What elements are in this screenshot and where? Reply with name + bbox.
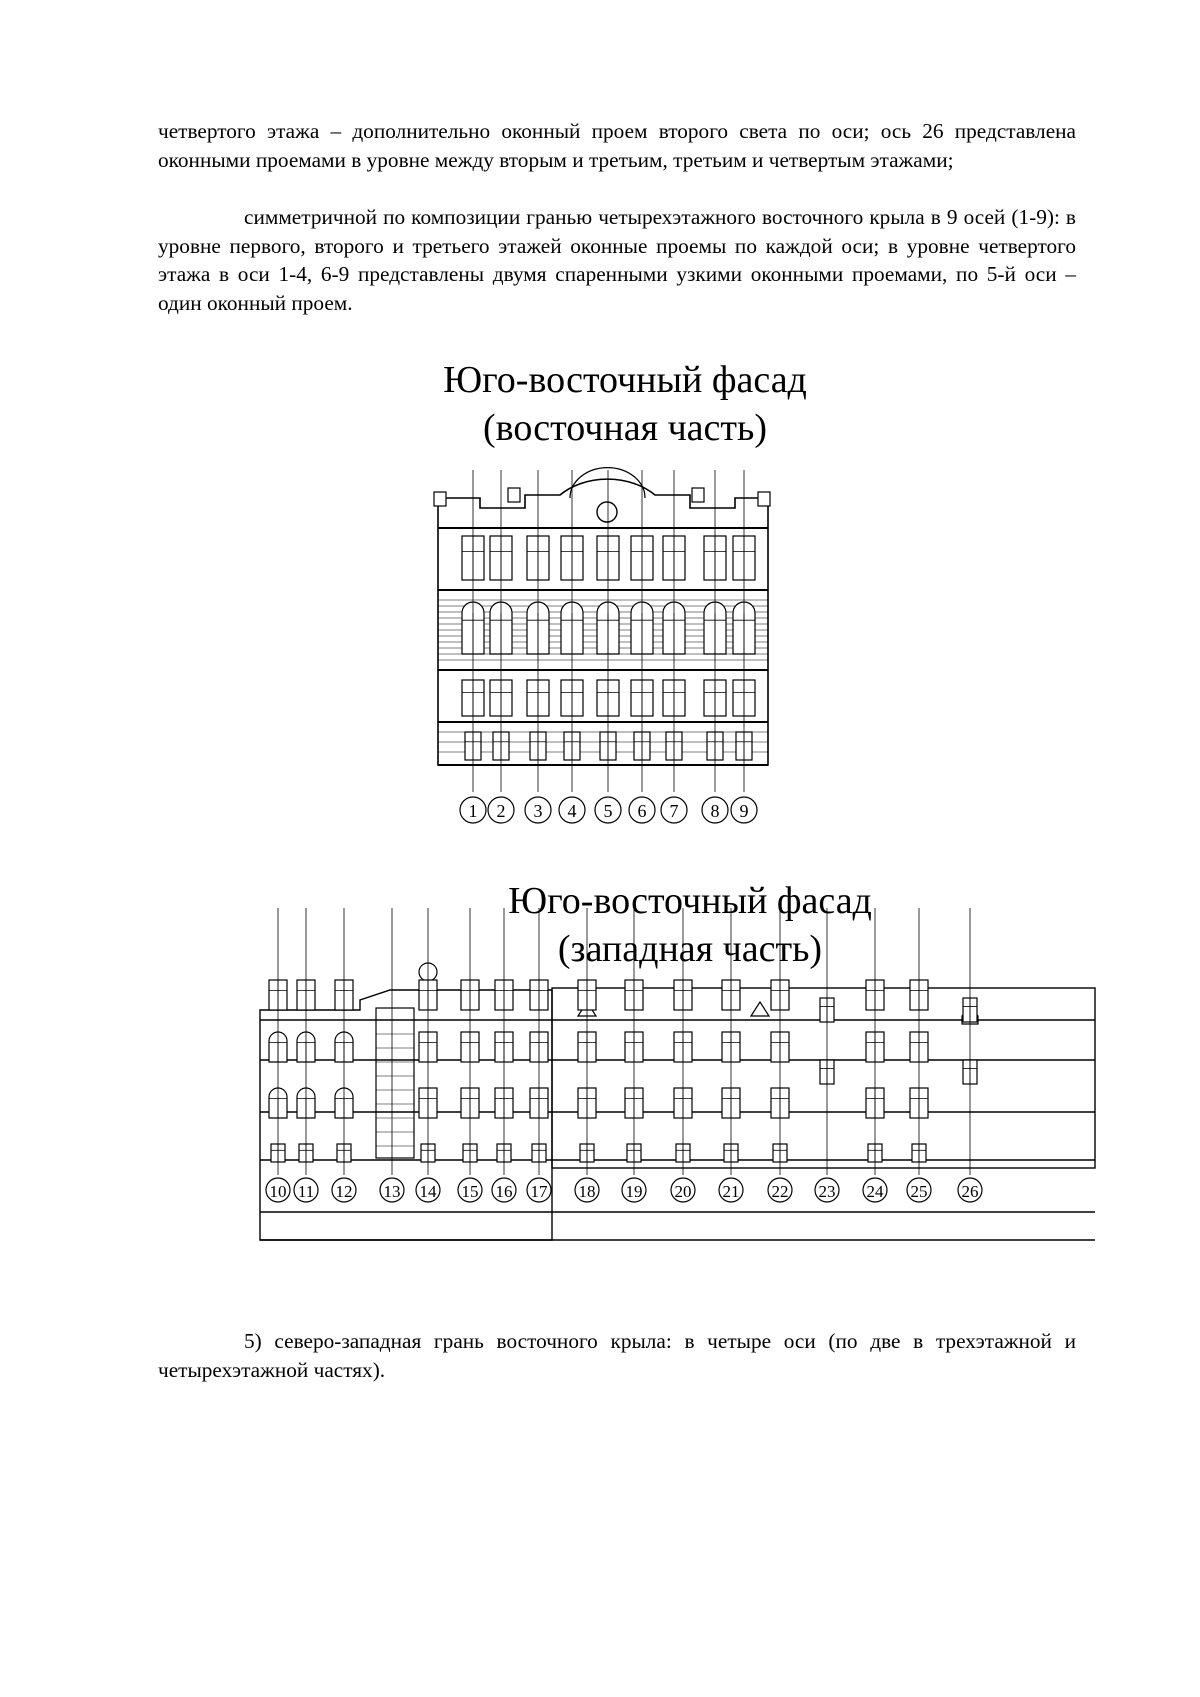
chimney	[757, 491, 771, 507]
axis-label: 7	[670, 801, 679, 821]
chimney	[507, 487, 521, 503]
chimney	[691, 487, 705, 503]
axis-marker	[379, 1177, 405, 1203]
axis-marker	[415, 1177, 441, 1203]
axis-label: 1	[469, 801, 478, 821]
axis-label: 22	[772, 1182, 789, 1201]
gable-triangle	[749, 1000, 771, 1017]
axis-marker	[730, 796, 758, 824]
facade-outline	[437, 478, 769, 766]
paragraph-continuation: четвертого этажа – дополнительно оконный…	[158, 119, 1076, 172]
axis-marker	[526, 1177, 552, 1203]
axis-label: 15	[462, 1182, 479, 1201]
axis-label: 8	[711, 801, 720, 821]
axis-marker	[524, 796, 552, 824]
axis-marker	[660, 796, 688, 824]
axis-marker	[718, 1177, 744, 1203]
axis-label: 11	[298, 1182, 314, 1201]
axis-label: 17	[531, 1182, 549, 1201]
attic-arch	[569, 466, 646, 499]
axis-marker	[906, 1177, 932, 1203]
figure1-title-line1: Юго-восточный фасад	[443, 359, 807, 401]
axis-marker	[767, 1177, 793, 1203]
paragraph-east-wing: симметричной по композиции гранью четыре…	[158, 205, 1076, 315]
axis-label: 26	[962, 1182, 979, 1201]
axis-label: 25	[911, 1182, 928, 1201]
axis-label: 2	[497, 801, 506, 821]
axis-label: 10	[270, 1182, 287, 1201]
axis-label: 16	[496, 1182, 513, 1201]
axis-marker	[293, 1177, 319, 1203]
axis-marker	[457, 1177, 483, 1203]
axis-marker	[862, 1177, 888, 1203]
axis-marker	[670, 1177, 696, 1203]
axis-marker	[814, 1177, 840, 1203]
axis-marker	[594, 796, 622, 824]
axis-label: 24	[867, 1182, 885, 1201]
axis-label: 5	[604, 801, 613, 821]
axis-label: 3	[534, 801, 543, 821]
axis-marker	[331, 1177, 357, 1203]
axis-marker	[628, 796, 656, 824]
axis-label: 4	[568, 801, 577, 821]
axis-marker	[558, 796, 586, 824]
axis-label: 12	[336, 1182, 353, 1201]
axis-label: 19	[626, 1182, 643, 1201]
axis-label: 6	[638, 801, 647, 821]
axis-label: 9	[740, 801, 749, 821]
axis-label: 21	[723, 1182, 740, 1201]
axis-marker	[621, 1177, 647, 1203]
stair-tower	[375, 1007, 415, 1159]
axis-label: 14	[420, 1182, 438, 1201]
axis-marker	[265, 1177, 291, 1203]
axis-marker	[701, 796, 729, 824]
axis-marker	[491, 1177, 517, 1203]
figure2-title-line2: (западная часть)	[557, 928, 823, 970]
axis-label: 23	[819, 1182, 836, 1201]
figure2-title-line1: Юго-восточный фасад	[508, 880, 872, 922]
facade-drawing-west-part: 10 11 12 13 14 15 16 17 18 19 20 21 22 23 24 25 26	[259, 908, 1096, 1241]
chimney	[433, 491, 447, 507]
axis-label: 18	[579, 1182, 596, 1201]
axis-marker	[487, 796, 515, 824]
axis-marker	[574, 1177, 600, 1203]
axis-marker	[459, 796, 487, 824]
axis-marker	[957, 1177, 983, 1203]
axis-label: 13	[384, 1182, 401, 1201]
round-window	[596, 501, 618, 523]
axis-label: 20	[675, 1182, 692, 1201]
paragraph-northwest-face: 5) северо-западная грань восточного крыл…	[158, 1329, 1076, 1382]
figure1-title-line2: (восточная часть)	[483, 407, 767, 449]
